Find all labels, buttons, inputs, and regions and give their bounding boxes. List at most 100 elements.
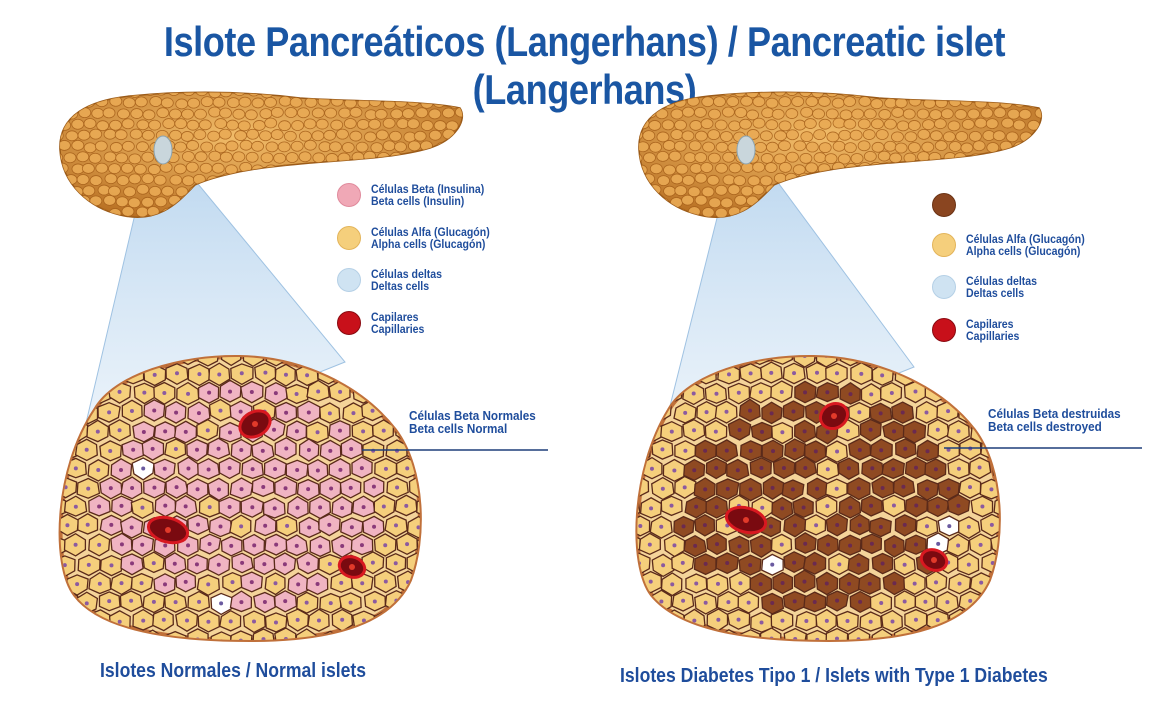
cell-nucleus — [891, 467, 895, 471]
cell-nucleus — [239, 448, 243, 452]
cell-nucleus — [373, 599, 377, 603]
cell-nucleus — [979, 352, 983, 356]
cell-nucleus — [791, 410, 795, 414]
cell-nucleus — [250, 505, 254, 509]
cell-nucleus — [54, 505, 58, 509]
cell-nucleus — [196, 487, 200, 491]
cell-nucleus — [274, 620, 278, 624]
cell-nucleus — [217, 487, 221, 491]
cell-nucleus — [925, 524, 929, 528]
cell-nucleus — [703, 638, 707, 642]
cell-nucleus — [879, 525, 883, 529]
legend-item-delta: Células deltasDeltas cells — [337, 268, 452, 292]
cell-nucleus — [792, 561, 796, 565]
cell-nucleus — [825, 619, 829, 623]
cell-nucleus — [769, 371, 773, 375]
alpha-cell — [640, 613, 661, 633]
cell-nucleus — [175, 485, 179, 489]
capillary-lumen — [743, 517, 749, 523]
cell-nucleus — [186, 392, 190, 396]
cell-nucleus — [914, 504, 918, 508]
beta-cell-swatch-icon — [337, 183, 361, 207]
diabetes-islet-panel: Células Alfa (Glucagón)Alpha cells (Gluc… — [584, 0, 1169, 715]
cell-nucleus — [405, 466, 409, 470]
cell-nucleus — [97, 505, 101, 509]
legend-line-en: Beta cells (Insulin) — [371, 194, 464, 208]
pancreas-organ — [629, 85, 1053, 230]
cell-nucleus — [118, 620, 122, 624]
cell-nucleus — [360, 466, 364, 470]
islet-spot — [154, 136, 172, 164]
cell-nucleus — [1002, 505, 1006, 509]
cell-nucleus — [737, 618, 741, 622]
cell-nucleus — [284, 373, 288, 377]
cell-nucleus — [979, 543, 983, 547]
cell-nucleus — [814, 410, 818, 414]
cell-nucleus — [969, 638, 973, 642]
cell-nucleus — [197, 372, 201, 376]
cell-nucleus — [53, 466, 57, 470]
cell-nucleus — [151, 447, 155, 451]
alpha-cell — [66, 609, 88, 631]
cell-nucleus — [914, 354, 918, 358]
cell-nucleus — [163, 429, 167, 433]
cell-nucleus — [881, 486, 885, 490]
alpha-cell — [741, 630, 761, 651]
cell-nucleus — [65, 448, 69, 452]
cell-nucleus — [990, 638, 994, 642]
cell-nucleus — [384, 467, 388, 471]
cell-nucleus — [329, 486, 333, 490]
cell-nucleus — [230, 580, 234, 584]
cell-nucleus — [426, 544, 430, 548]
cell-nucleus — [725, 561, 729, 565]
cell-nucleus — [681, 599, 685, 603]
capillary-lumen — [349, 564, 355, 570]
cell-nucleus — [670, 430, 674, 434]
cell-nucleus — [1001, 467, 1005, 471]
cell-nucleus — [770, 563, 774, 567]
cell-nucleus — [804, 619, 808, 623]
cell-nucleus — [184, 580, 188, 584]
destroyed-beta-swatch-icon — [932, 193, 956, 217]
cell-nucleus — [760, 430, 764, 434]
cell-nucleus — [350, 525, 354, 529]
cell-nucleus — [404, 428, 408, 432]
cell-nucleus — [748, 563, 752, 567]
cell-nucleus — [991, 599, 995, 603]
cell-nucleus — [791, 487, 795, 491]
cell-nucleus — [837, 562, 841, 566]
cell-nucleus — [174, 600, 178, 604]
alpha-cell — [56, 402, 76, 423]
cell-nucleus — [815, 487, 819, 491]
cell-nucleus — [814, 523, 818, 527]
alpha-cell — [629, 402, 649, 422]
cell-nucleus — [406, 354, 410, 358]
cell-nucleus — [239, 524, 243, 528]
alpha-cell — [916, 630, 937, 651]
cell-nucleus — [727, 372, 731, 376]
cell-nucleus — [968, 373, 972, 377]
cell-nucleus — [726, 600, 730, 604]
cell-nucleus — [306, 487, 310, 491]
cell-nucleus — [98, 582, 102, 586]
alpha-cell — [341, 631, 362, 652]
cell-nucleus — [826, 430, 830, 434]
cell-nucleus — [903, 523, 907, 527]
cell-nucleus — [349, 486, 353, 490]
cell-nucleus — [219, 524, 223, 528]
cell-nucleus — [659, 525, 663, 529]
cell-nucleus — [714, 466, 718, 470]
cell-nucleus — [626, 582, 630, 586]
cell-nucleus — [426, 352, 430, 356]
alpha-cell — [982, 629, 1004, 651]
cell-nucleus — [968, 599, 972, 603]
cell-nucleus — [351, 411, 355, 415]
cell-nucleus — [208, 542, 212, 546]
cell-nucleus — [54, 544, 58, 548]
cell-nucleus — [1000, 542, 1004, 546]
capillary-swatch-icon — [337, 311, 361, 335]
cell-nucleus — [239, 410, 243, 414]
cell-nucleus — [327, 523, 331, 527]
alpha-cell — [694, 629, 715, 650]
cell-nucleus — [759, 544, 763, 548]
